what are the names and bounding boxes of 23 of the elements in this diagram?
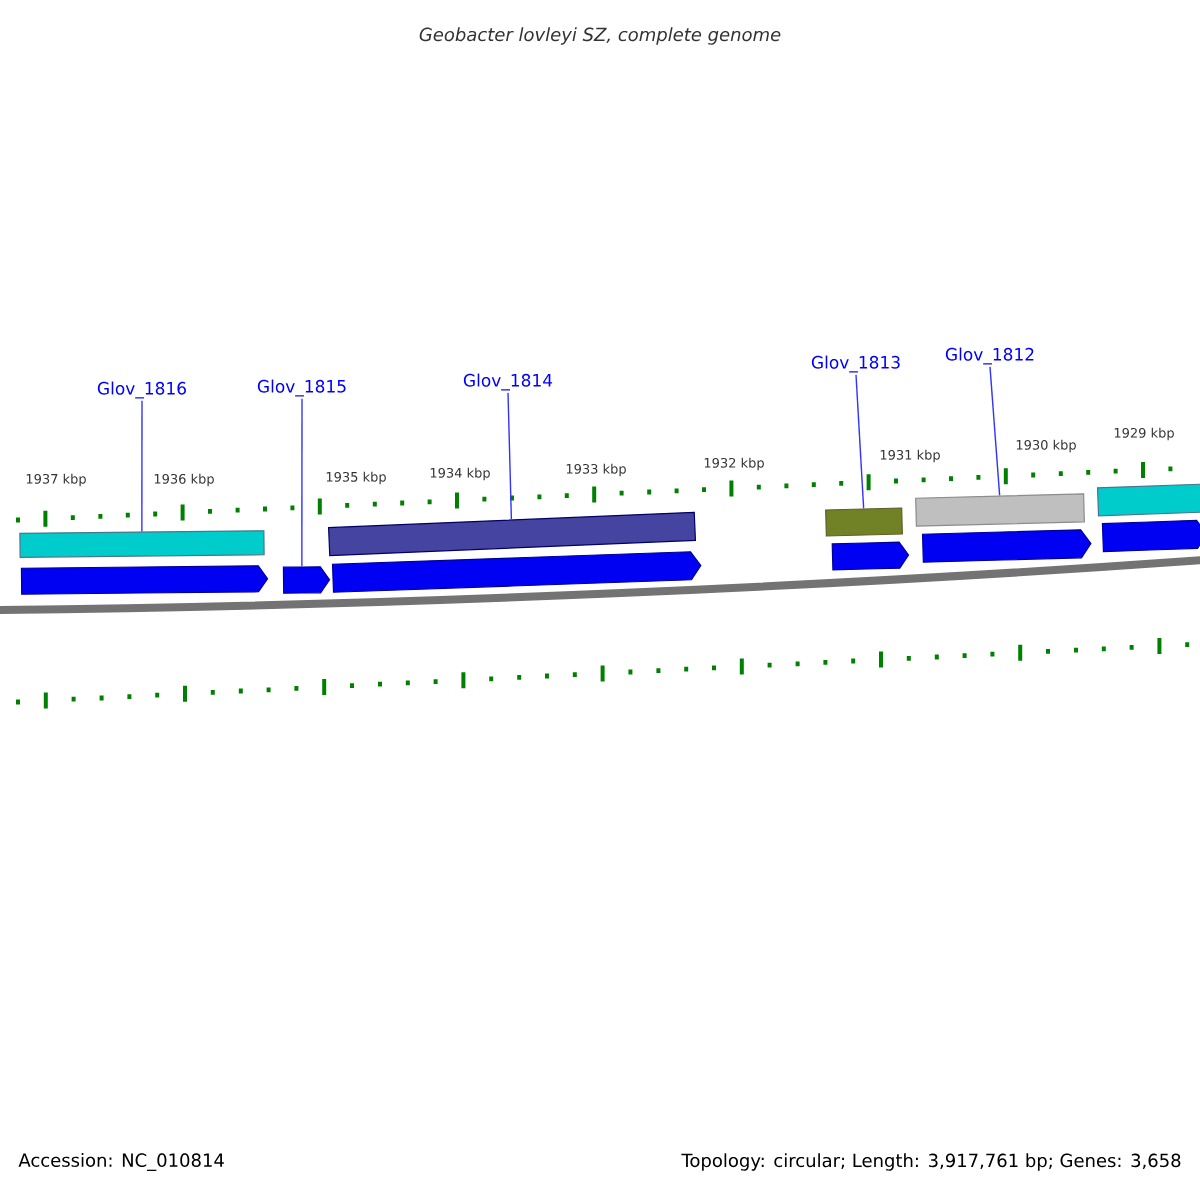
- leader-line: [141, 400, 143, 533]
- cds-feature: [831, 541, 910, 571]
- leader-line: [301, 398, 303, 568]
- gene-bar: [825, 507, 903, 537]
- leader-line: [855, 374, 865, 510]
- cds-feature: [20, 565, 269, 595]
- gene-label: Glov_1813: [811, 355, 900, 373]
- gene-bar: [915, 493, 1085, 527]
- cds-feature: [282, 566, 331, 594]
- title: Geobacter lovleyi SZ, complete genome: [419, 27, 781, 45]
- cds-feature: [1101, 519, 1200, 553]
- leader-line: [989, 366, 1001, 497]
- gene-label: Glov_1815: [257, 379, 346, 397]
- footer-text: Accession: NC_010814: [18, 1153, 224, 1171]
- gene-label: Glov_1812: [945, 347, 1034, 365]
- gene-bar: [19, 530, 265, 558]
- footer-text: Topology: circular; Length: 3,917,761 bp; Genes: 3,658: [681, 1153, 1181, 1171]
- cds-feature: [921, 529, 1092, 563]
- leader-line: [507, 392, 513, 521]
- gene-label: Glov_1814: [463, 373, 553, 391]
- gene-bar: [1096, 483, 1200, 517]
- gene-label: Glov_1816: [97, 381, 186, 399]
- cds-feature: [331, 551, 702, 593]
